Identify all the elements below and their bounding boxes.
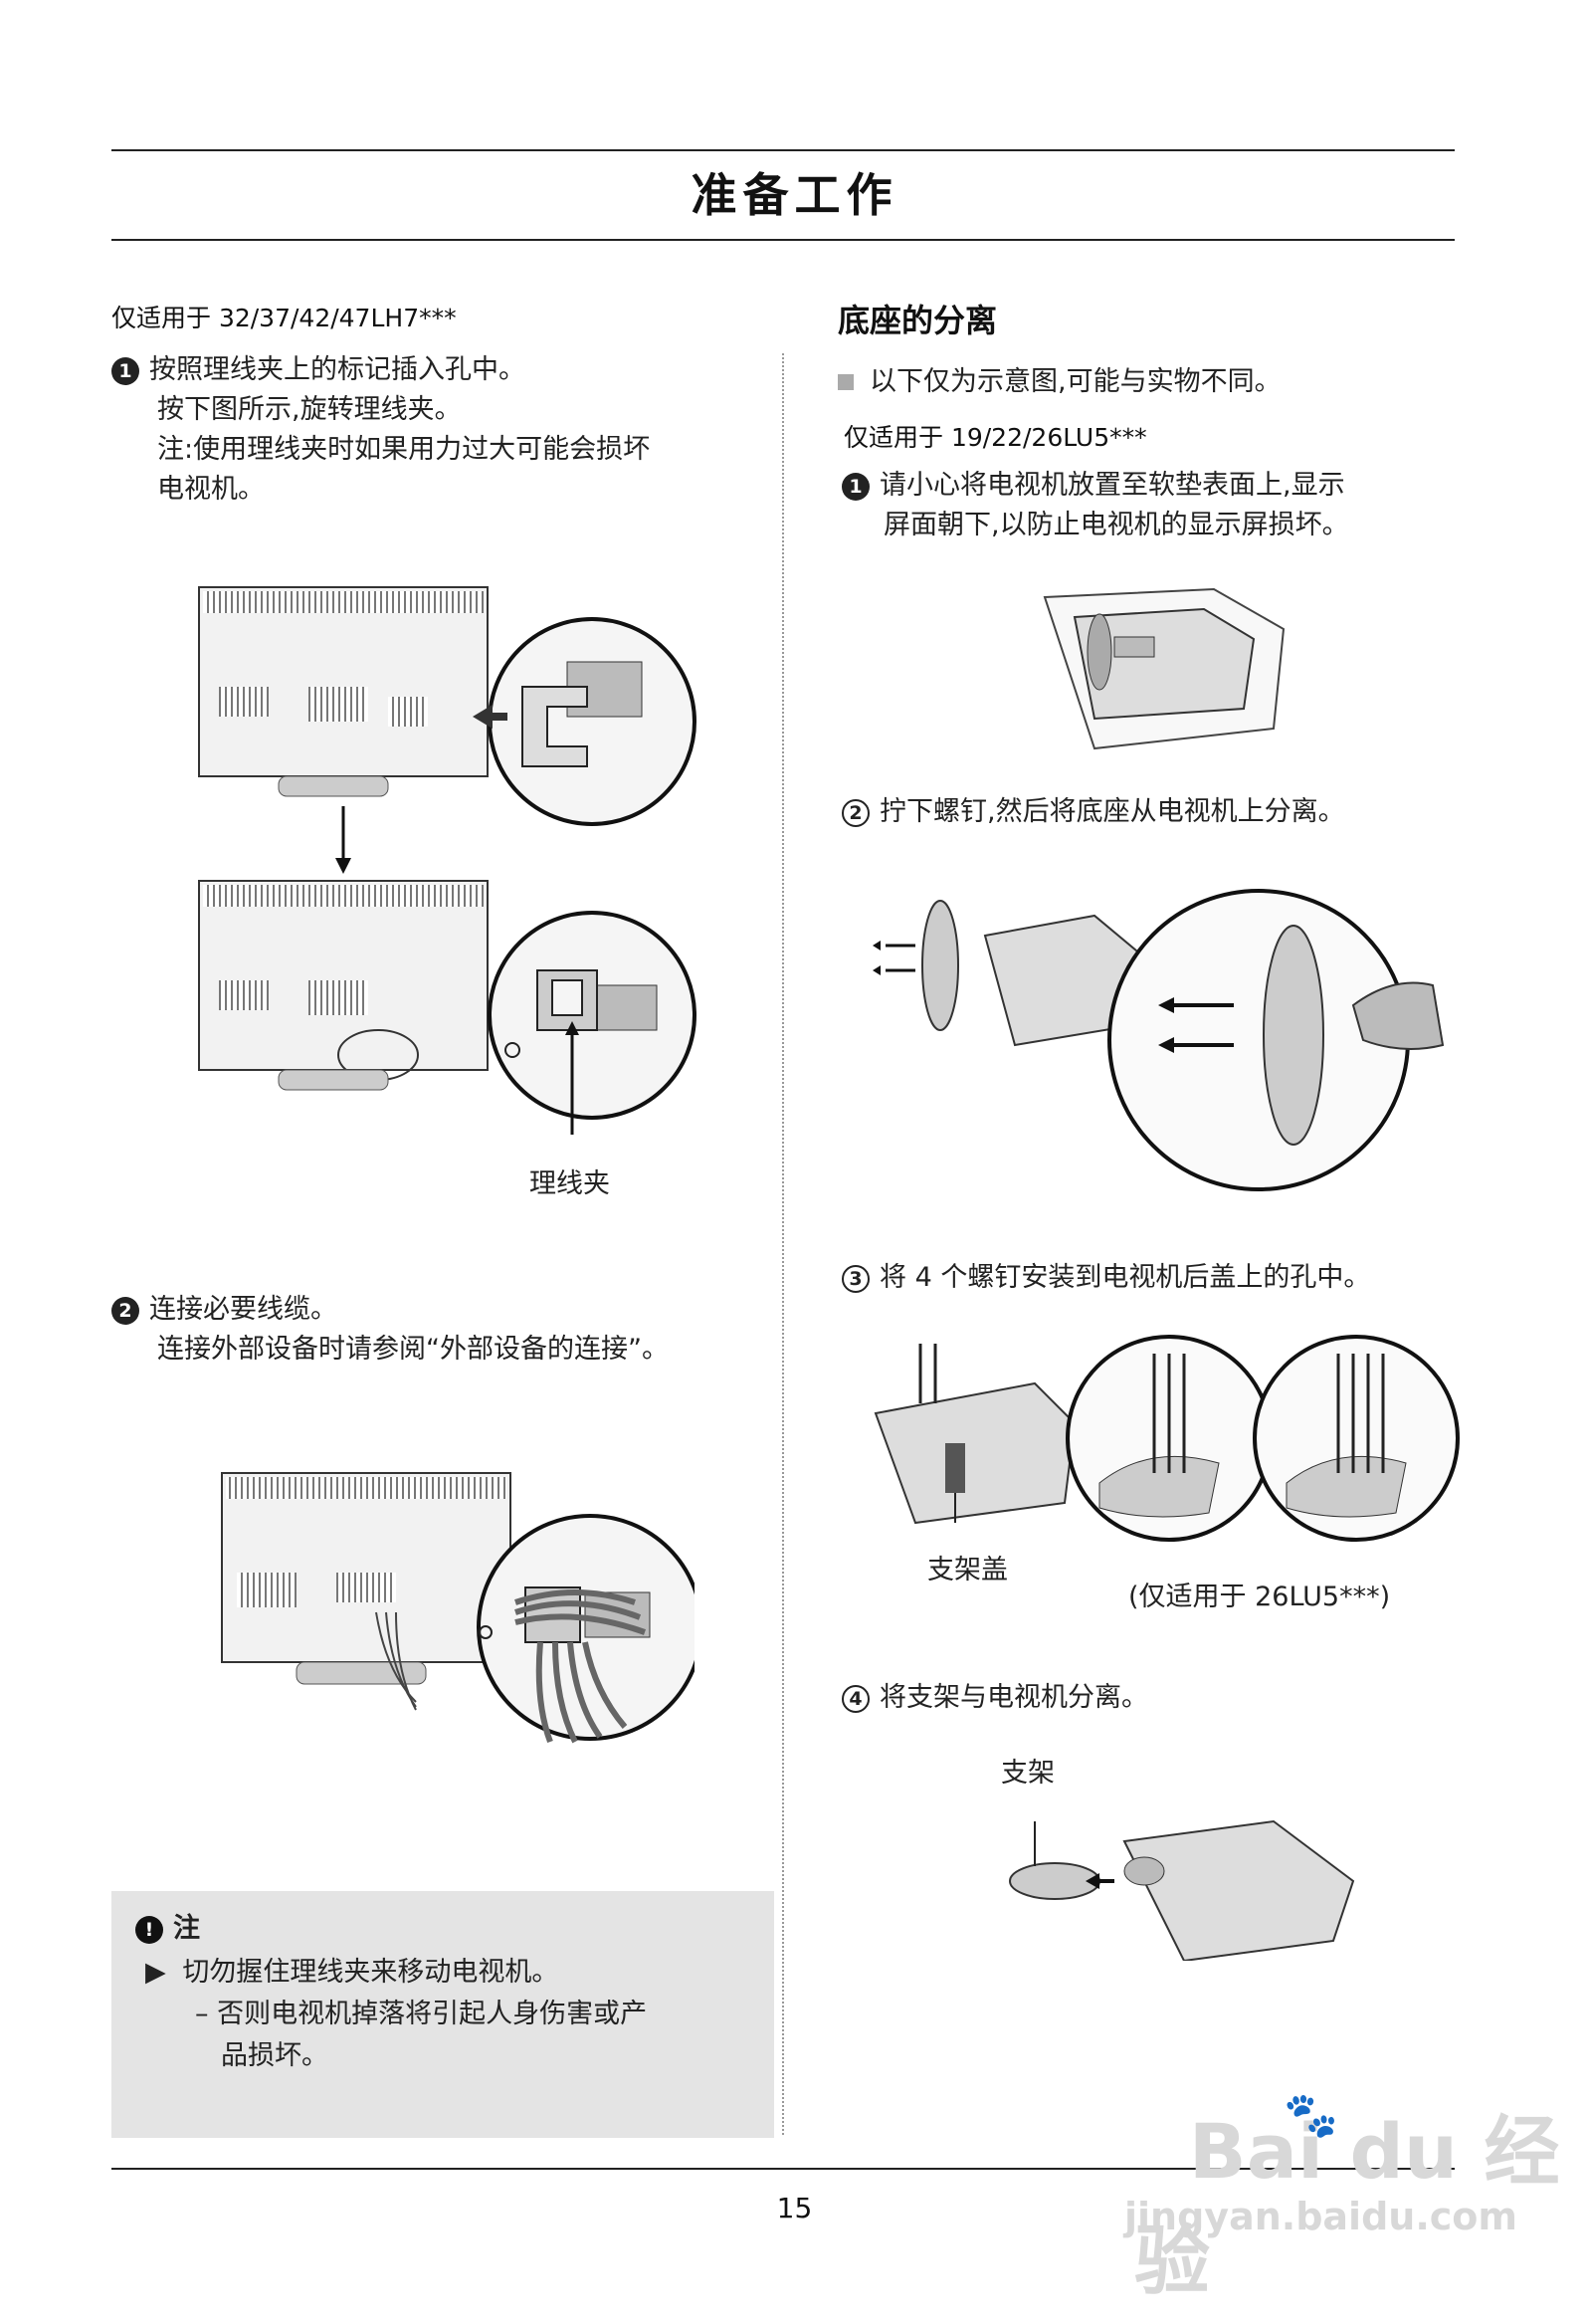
square-bullet-icon	[838, 374, 854, 390]
warning-icon: !	[135, 1915, 163, 1944]
watermark-url: jingyan.baidu.com	[1124, 2195, 1517, 2238]
note-title-row: !注	[135, 1909, 752, 1949]
right-step3: 3 将 4 个螺钉安装到电视机后盖上的孔中。	[842, 1258, 1479, 1298]
cable-clip-figure	[198, 586, 696, 1135]
right-step1-line1: 请小心将电视机放置至软垫表面上,显示	[880, 470, 1345, 501]
right-heading: 底座的分离	[838, 302, 998, 339]
triangle-bullet-icon: ▶	[145, 1957, 166, 1988]
stand-cover-label: 支架盖	[927, 1555, 1008, 1585]
right-step2-text: 拧下螺钉,然后将底座从电视机上分离。	[880, 796, 1345, 827]
right-step3-text: 将 4 个螺钉安装到电视机后盖上的孔中。	[880, 1262, 1371, 1293]
unscrew-stand-figure	[873, 889, 1445, 1191]
left-step1-line1: 按照理线夹上的标记插入孔中。	[149, 354, 525, 385]
right-step-marker-4: 4	[842, 1684, 870, 1713]
watermark-paw-icon: 🐾	[1284, 2090, 1338, 2141]
left-step1-line3: 注:使用理线夹时如果用力过大可能会损坏	[157, 434, 651, 465]
remove-stand-figure	[1009, 1819, 1355, 1961]
left-step2-line1: 连接必要线缆。	[149, 1294, 337, 1325]
stand-label: 支架	[1001, 1758, 1055, 1789]
bottom-rule	[111, 2168, 1455, 2170]
right-step-marker-1: 1	[842, 472, 870, 501]
watermark-logo: 🐾Bai du 经验	[1134, 2090, 1560, 2305]
note-sub-line1: – 否则电视机掉落将引起人身伤害或产	[195, 1999, 648, 2029]
cable-routing-figure	[221, 1472, 695, 1744]
right-step4-text: 将支架与电视机分离。	[880, 1682, 1148, 1713]
title-rule	[111, 239, 1455, 241]
right-step1-line2: 屏面朝下,以防止电视机的显示屏损坏。	[884, 510, 1349, 540]
left-step2: 2 连接必要线缆。 连接外部设备时请参阅“外部设备的连接”。	[111, 1290, 788, 1370]
right-disclaimer: 以下仅为示意图,可能与实物不同。	[870, 366, 1282, 397]
left-applies-to: 仅适用于 32/37/42/47LH7***	[111, 304, 457, 332]
note-sub-line2: 品损坏。	[221, 2040, 328, 2071]
top-rule	[111, 149, 1455, 151]
note-bullet: ▶ 切勿握住理线夹来移动电视机。	[145, 1953, 762, 1993]
right-step-marker-3: 3	[842, 1264, 870, 1293]
left-step2-line2: 连接外部设备时请参阅“外部设备的连接”。	[157, 1334, 669, 1365]
right-step2: 2 拧下螺钉,然后将底座从电视机上分离。	[842, 792, 1459, 832]
step-marker-2: 2	[111, 1296, 139, 1325]
page-number: 15	[776, 2192, 813, 2224]
note-box	[111, 1891, 774, 2138]
right-step1: 1 请小心将电视机放置至软垫表面上,显示 屏面朝下,以防止电视机的显示屏损坏。	[842, 466, 1459, 545]
column-divider	[782, 353, 784, 2135]
right-applies-to: 仅适用于 19/22/26LU5***	[844, 423, 1147, 452]
step-marker-1: 1	[111, 356, 139, 385]
cable-clip-label: 理线夹	[529, 1168, 610, 1199]
right-disclaimer-row: 以下仅为示意图,可能与实物不同。	[838, 362, 1455, 402]
right-step-marker-2: 2	[842, 798, 870, 827]
tv-on-cushion-figure	[1043, 587, 1286, 750]
note-title: 注	[173, 1913, 200, 1944]
left-step1: 1 按照理线夹上的标记插入孔中。 按下图所示,旋转理线夹。 注:使用理线夹时如果用…	[111, 350, 768, 510]
left-step1-line2: 按下图所示,旋转理线夹。	[157, 394, 462, 425]
left-step1-line4: 电视机。	[157, 474, 265, 505]
page-title: 准备工作	[691, 168, 898, 222]
model-only-label: (仅适用于 26LU5***)	[1128, 1582, 1391, 1612]
right-step4: 4 将支架与电视机分离。	[842, 1678, 1459, 1718]
install-screws-figure	[874, 1335, 1460, 1542]
note-bullet-text: 切勿握住理线夹来移动电视机。	[182, 1957, 559, 1988]
